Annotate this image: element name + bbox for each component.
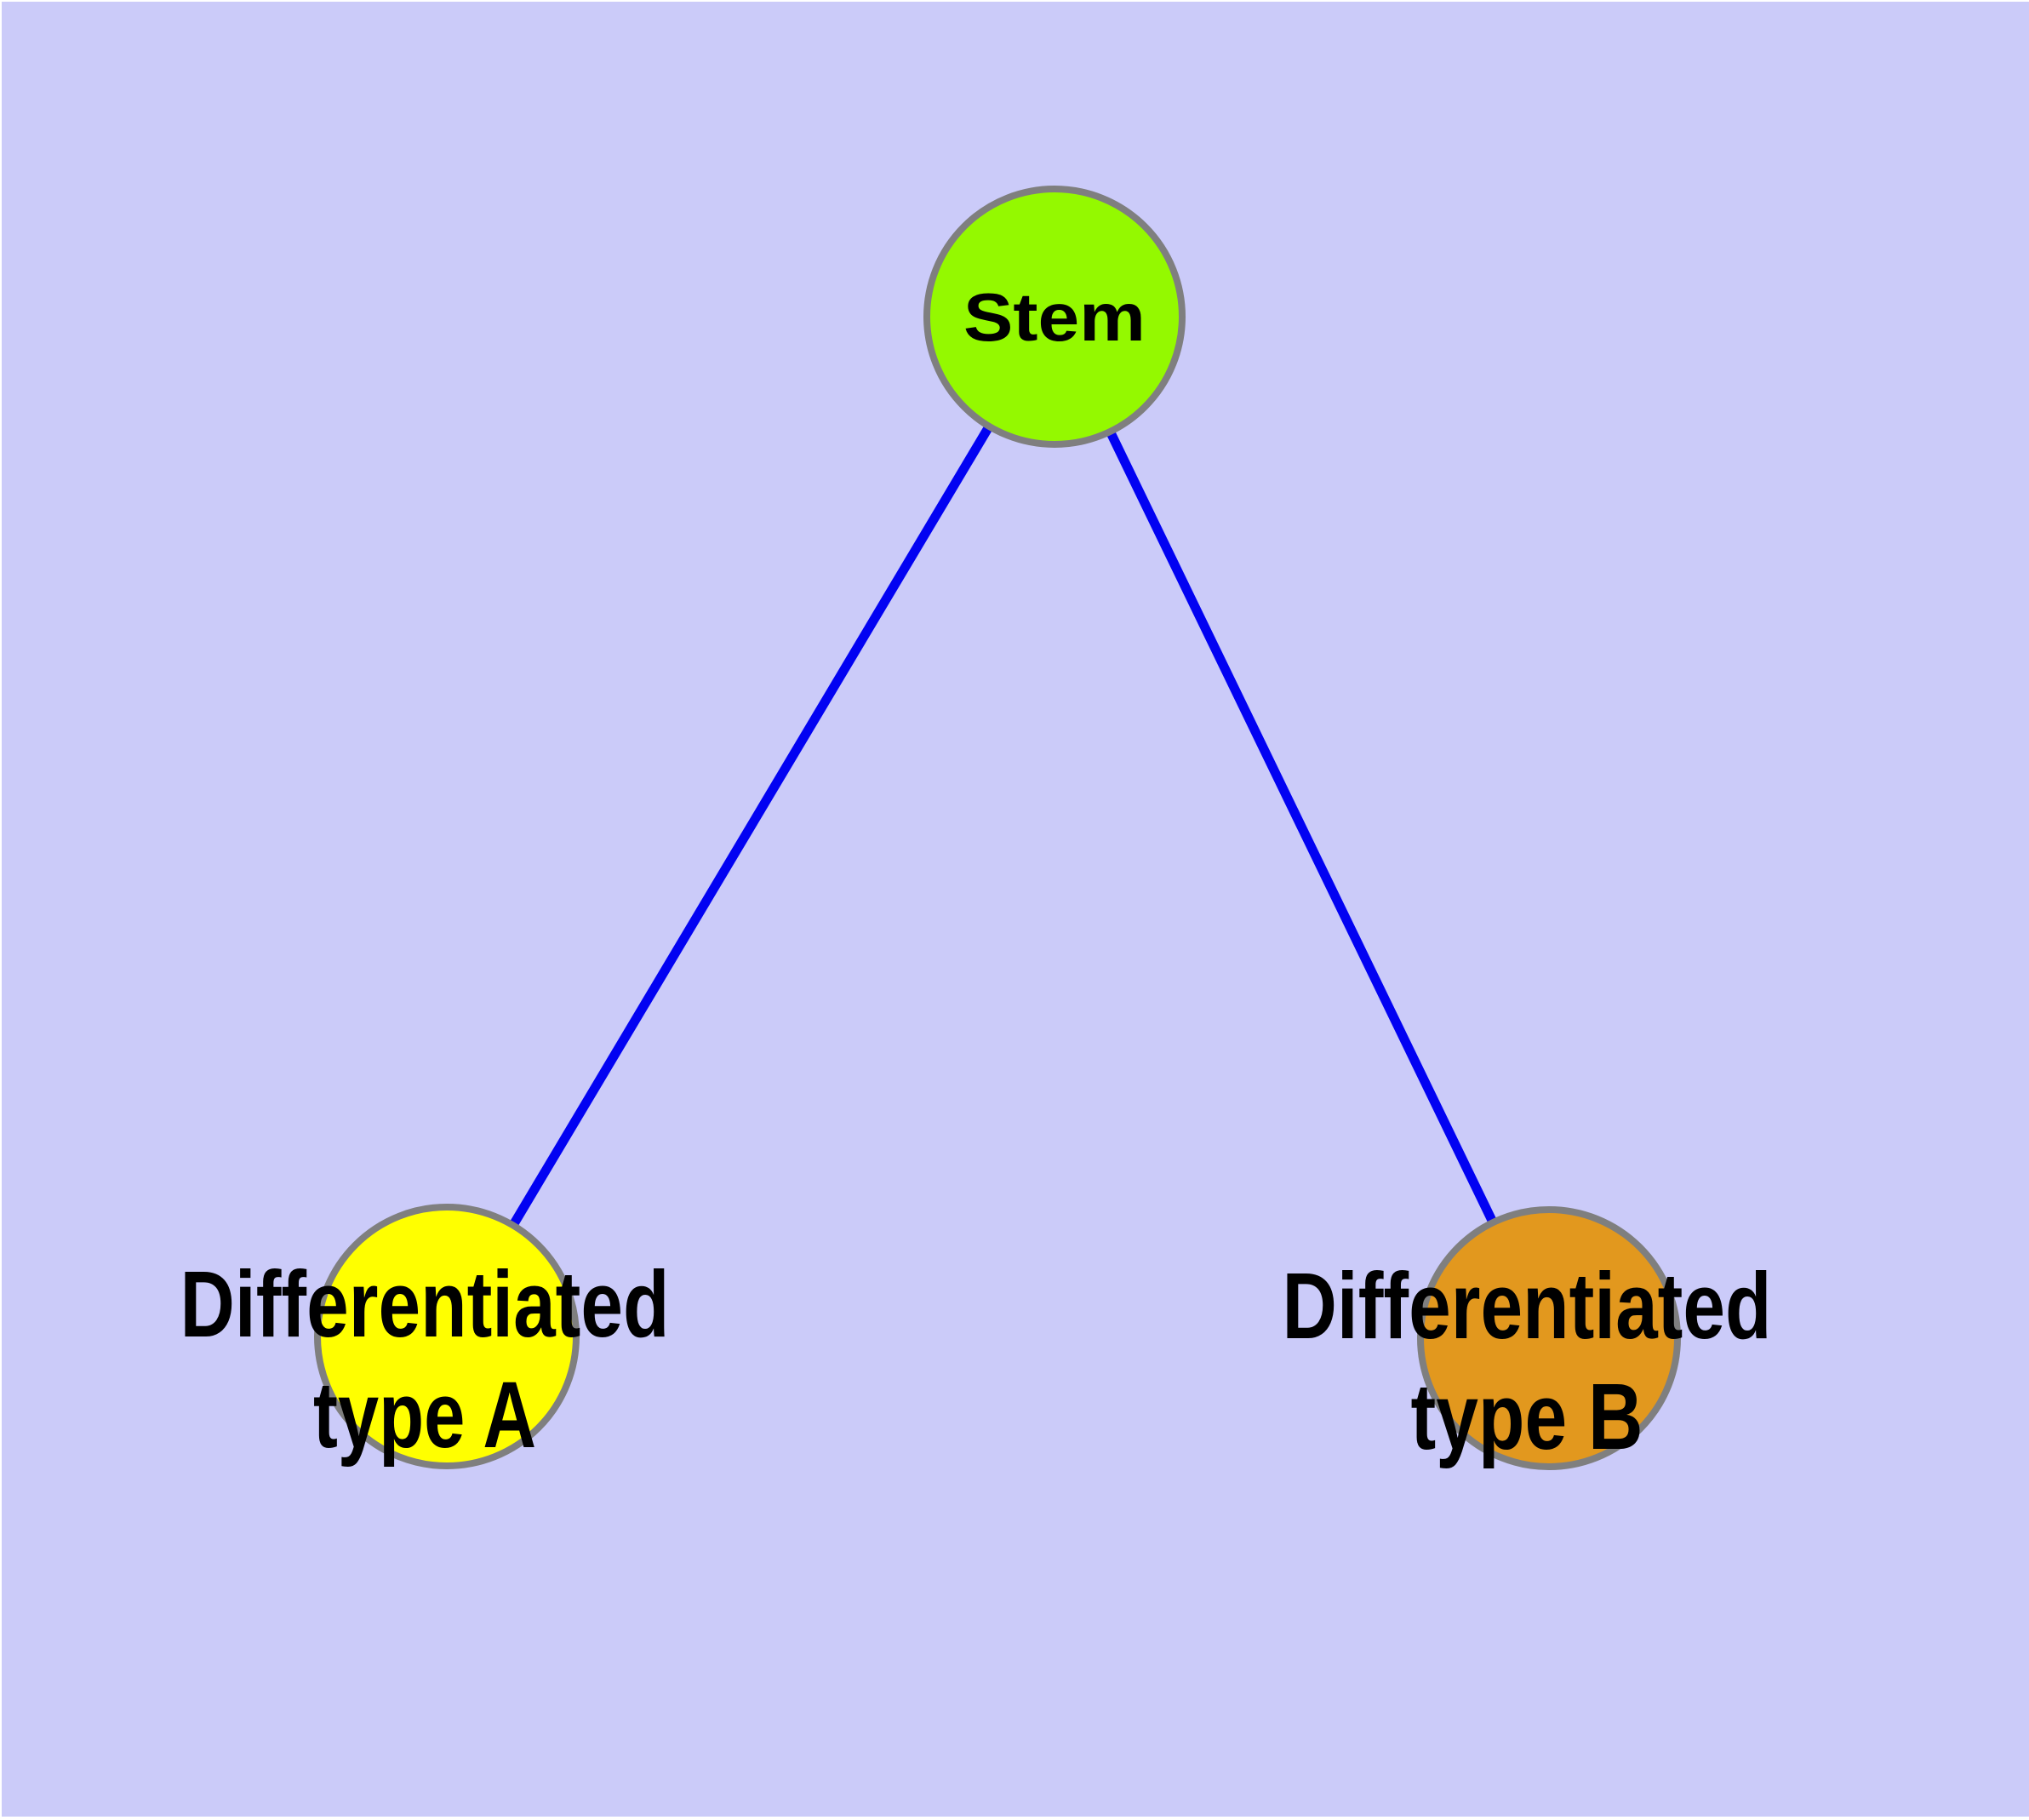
node-stem-circle xyxy=(923,186,1186,448)
node-differentiated-type-a: Differentiated type A xyxy=(180,1204,670,1469)
node-type-b-circle xyxy=(1417,1206,1681,1470)
node-type-a-label-line-2: type A xyxy=(313,1363,536,1468)
node-stem: Stem xyxy=(923,186,1186,448)
edge-stem-to-type-a xyxy=(443,314,1059,1339)
node-type-b-label-line-2: type B xyxy=(1411,1365,1643,1469)
node-differentiated-type-b: Differentiated type B xyxy=(1283,1206,1772,1470)
node-type-a-circle xyxy=(314,1204,580,1469)
node-stem-label: Stem xyxy=(963,279,1146,355)
node-type-b-label-line-1: Differentiated xyxy=(1283,1254,1772,1359)
edge-stem-to-type-b xyxy=(1050,314,1553,1341)
node-type-a-label-line-1: Differentiated xyxy=(180,1252,670,1357)
